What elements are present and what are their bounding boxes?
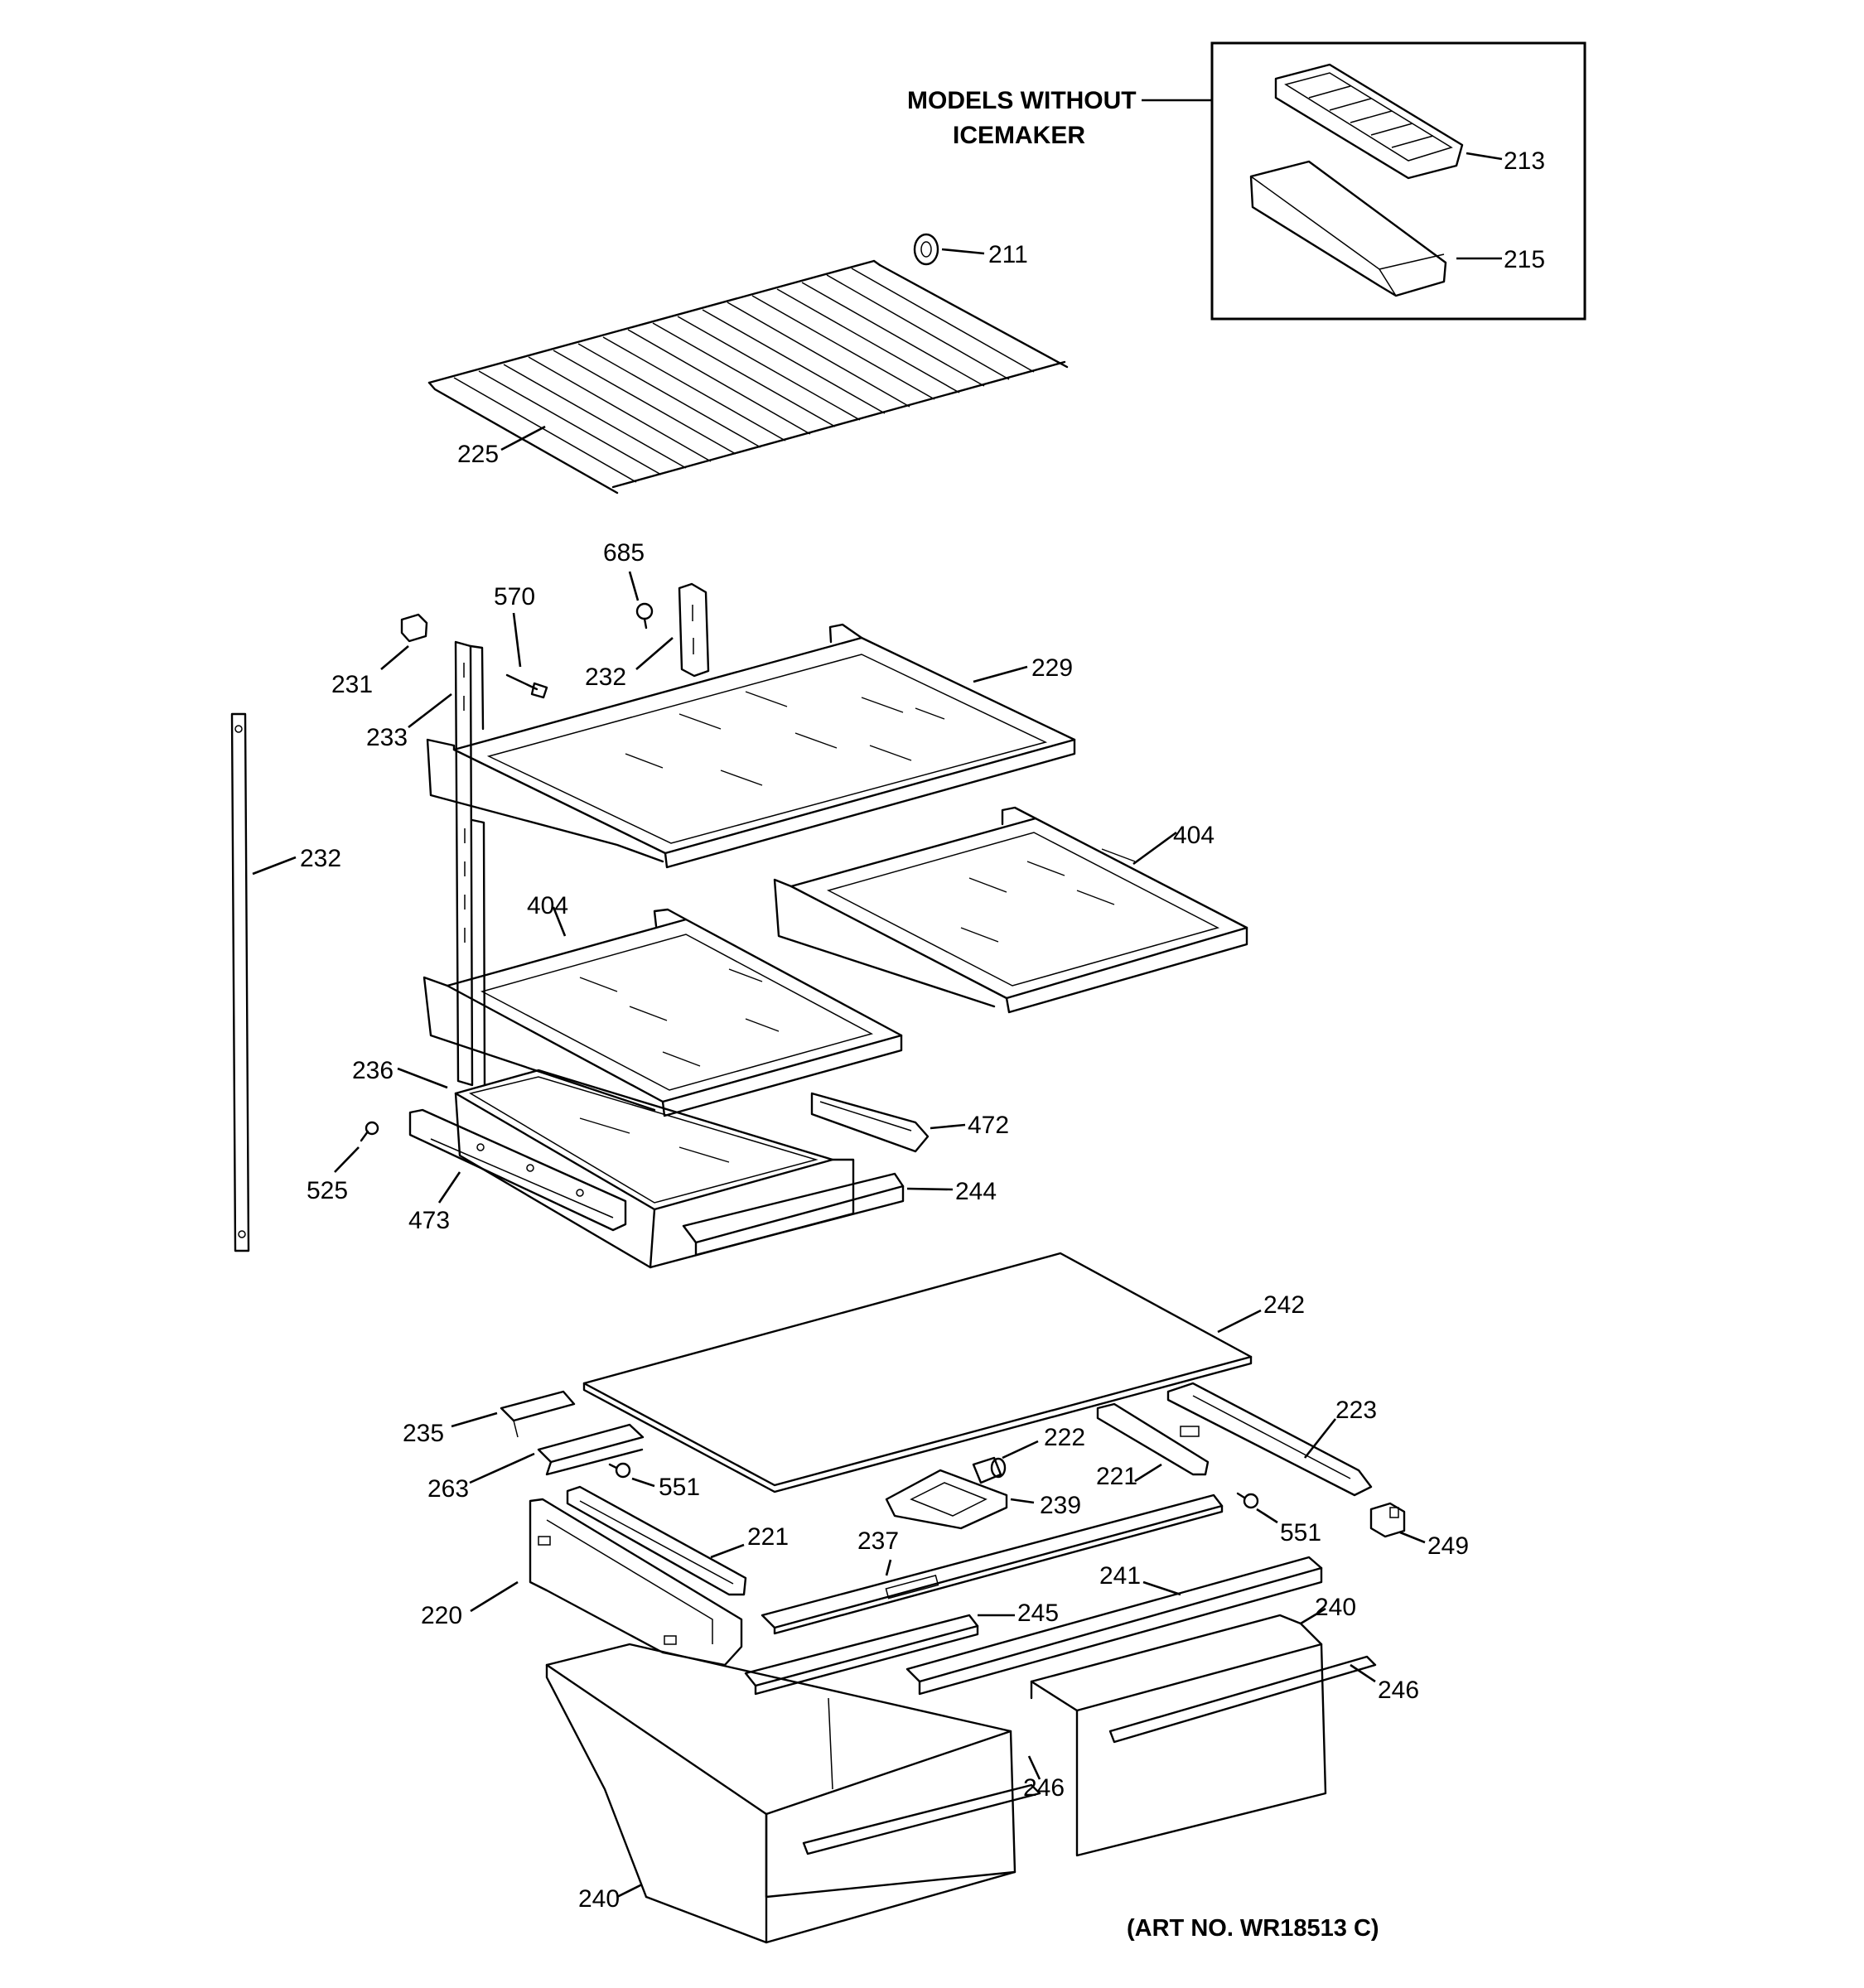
callout-242: 242 — [1263, 1291, 1305, 1319]
cover-rail-244 — [682, 1172, 905, 1257]
callout-222: 222 — [1044, 1424, 1085, 1451]
callout-244: 244 — [955, 1178, 997, 1205]
callout-240-right: 240 — [1315, 1594, 1356, 1621]
latch-239 — [885, 1469, 1008, 1530]
inset-box: MODELS WITHOUT ICEMAKER 213 215 — [907, 41, 1586, 321]
callout-551-left: 551 — [659, 1474, 700, 1501]
long-rail — [230, 712, 250, 1252]
center-rail-221-left — [566, 1485, 747, 1596]
callout-223: 223 — [1335, 1397, 1377, 1424]
callout-240-left: 240 — [578, 1885, 620, 1913]
callout-241: 241 — [1099, 1562, 1141, 1590]
right-ladder — [678, 582, 710, 678]
switch-249 — [1369, 1502, 1406, 1538]
callout-404-right: 404 — [1173, 822, 1214, 849]
screw-551-right — [1236, 1492, 1259, 1509]
callout-570: 570 — [494, 583, 535, 610]
callout-551-right: 551 — [1280, 1519, 1321, 1546]
callout-473: 473 — [408, 1207, 450, 1234]
front-rail-237 — [761, 1493, 1224, 1635]
center-rail-221-right — [1096, 1402, 1210, 1476]
ice-bin — [1249, 160, 1447, 297]
top-glass-shelf — [426, 623, 1076, 869]
side-frame-220 — [529, 1498, 743, 1667]
screw-570 — [505, 673, 548, 699]
inset-heading-line1: MODELS WITHOUT — [907, 87, 1137, 114]
bottom-rail-245 — [744, 1614, 979, 1696]
callout-245: 245 — [1017, 1600, 1059, 1627]
art-number: (ART NO. WR18513 C) — [1127, 1915, 1379, 1942]
shelf-clip — [913, 233, 939, 266]
callout-221-left: 221 — [747, 1523, 789, 1551]
callout-215: 215 — [1504, 246, 1545, 273]
callout-213: 213 — [1504, 147, 1545, 175]
slide-rail-473 — [408, 1108, 627, 1232]
callout-246-left: 246 — [1023, 1774, 1065, 1802]
crisper-pan-right — [1030, 1614, 1377, 1857]
callout-235: 235 — [403, 1420, 444, 1447]
bracket-263 — [537, 1423, 645, 1476]
inset-heading-line2: ICEMAKER — [953, 122, 1085, 149]
callout-239: 239 — [1040, 1492, 1081, 1519]
left-glass-shelf — [423, 908, 903, 1117]
callout-220: 220 — [421, 1602, 462, 1629]
frame-rail-223 — [1166, 1382, 1373, 1497]
callout-233: 233 — [366, 724, 408, 751]
ice-tray — [1274, 63, 1464, 180]
snack-pan — [454, 1069, 855, 1269]
callout-685: 685 — [603, 539, 645, 567]
callout-229: 229 — [1031, 654, 1073, 682]
callout-472: 472 — [968, 1112, 1009, 1139]
screw-525 — [360, 1121, 379, 1142]
right-glass-shelf — [773, 806, 1248, 1014]
wire-shelf — [427, 259, 1069, 495]
callout-263: 263 — [427, 1475, 469, 1503]
callout-225: 225 — [457, 441, 499, 468]
callout-232-rail: 232 — [300, 845, 341, 872]
callout-404-left: 404 — [527, 892, 568, 919]
callout-211: 211 — [988, 241, 1028, 268]
shelf-stop — [400, 613, 428, 643]
callout-525: 525 — [307, 1177, 348, 1204]
front-rail-241 — [905, 1556, 1323, 1696]
screw-551-left — [608, 1462, 631, 1479]
roller-222 — [972, 1456, 1007, 1484]
slide-rail-472 — [810, 1092, 930, 1153]
crisper-cover-glass — [582, 1252, 1253, 1493]
callout-237: 237 — [857, 1527, 899, 1555]
callout-232-ladder: 232 — [585, 663, 626, 691]
bracket-235 — [500, 1390, 576, 1438]
callout-236: 236 — [352, 1057, 394, 1084]
left-ladder — [454, 640, 486, 1087]
crisper-pan-left — [545, 1643, 1041, 1944]
callout-221-right: 221 — [1096, 1463, 1137, 1490]
callout-249: 249 — [1427, 1532, 1469, 1560]
callout-246-right: 246 — [1378, 1677, 1419, 1704]
callout-231: 231 — [331, 671, 373, 698]
screw-685 — [635, 602, 654, 630]
